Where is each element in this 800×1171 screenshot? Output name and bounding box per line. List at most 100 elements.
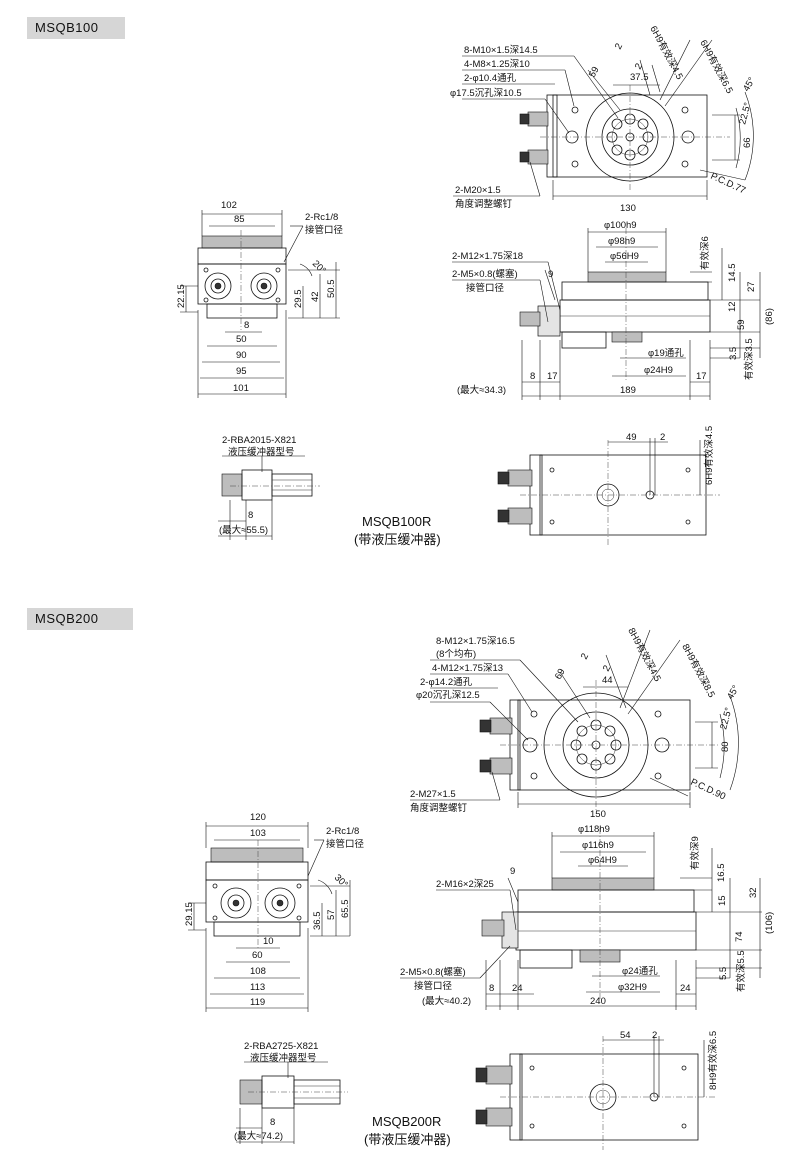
section-tag-msqb100: MSQB100 [27, 17, 125, 39]
msqb100-dim-59-side: 59 [736, 319, 747, 330]
msqb200-angle-45: 45° [725, 683, 742, 701]
msqb100-callout-tapped-holes: 8-M10×1.5深14.5 [464, 45, 538, 56]
msqb100-depth-side-a: 有效深6 [699, 236, 711, 270]
msqb200r-depth: 8H9有效深6.5 [707, 1031, 719, 1090]
msqb200-dim-240: 240 [590, 996, 606, 1007]
msqb100-dim-27: 27 [746, 281, 757, 292]
msqb200r-dim-2: 2 [652, 1030, 657, 1041]
msqb100-dim-102: 102 [221, 200, 237, 211]
msqb100-depth-side-b: 有效深3.5 [743, 338, 755, 380]
msqb100-callout-adjust-screw: 2-M20×1.5 [455, 185, 501, 196]
msqb100-dim-3-5: 3.5 [728, 347, 739, 360]
msqb200-side-view [400, 828, 762, 1010]
msqb200-dim-15: 15 [717, 895, 728, 906]
msqb200-dim-108: 108 [250, 966, 266, 977]
msqb100r-model-desc: (带液压缓冲器) [354, 532, 441, 547]
msqb200-callout-plug: 2-M5×0.8(螺塞) [400, 966, 466, 978]
msqb100-depth-b: 6H9有效深6.5 [697, 38, 735, 96]
msqb100-dim-phi100: φ100h9 [604, 220, 637, 231]
msqb100-dim-130: 130 [620, 203, 636, 214]
msqb200r-model-label: MSQB200R [372, 1114, 441, 1129]
msqb100-dim-59: 59 [587, 65, 602, 80]
msqb100-dim-37-5: 37.5 [630, 72, 649, 83]
msqb200-callout-adjust-screw-cn: 角度调整螺钉 [410, 802, 468, 814]
msqb100-dim-50-5: 50.5 [326, 280, 337, 299]
msqb200-dim-113: 113 [250, 982, 265, 993]
msqb100r-dim-2: 2 [660, 432, 665, 443]
msqb200-dim-24-b: 24 [680, 983, 691, 994]
section-tag-msqb200: MSQB200 [27, 608, 133, 630]
msqb100-callout-plug: 2-M5×0.8(螺塞) [452, 268, 518, 280]
msqb100-pcd: P.C.D.77 [709, 171, 747, 197]
msqb100-port-callout-cn: 接管口径 [305, 224, 344, 236]
msqb100-callout-adjust-screw-cn: 角度调整螺钉 [455, 198, 513, 210]
msqb200r-dim-54: 54 [620, 1030, 631, 1041]
msqb100-callout-side-tap: 2-M12×1.75深18 [452, 251, 523, 262]
msqb200-shock-model-cn: 液压缓冲器型号 [250, 1052, 317, 1064]
msqb100-dim-8: 8 [244, 320, 249, 331]
msqb200-dim-150: 150 [590, 809, 606, 820]
msqb100-dim-2-a: 2 [613, 42, 625, 52]
msqb200-callout-through-hole: 2-φ14.2通孔 [420, 677, 473, 688]
msqb100-dim-17-b: 17 [696, 371, 707, 382]
msqb100-dim-22-15: 22.15 [176, 284, 187, 308]
msqb200-dim-8-side: 8 [489, 983, 494, 994]
msqb200-dim-phi116: φ116h9 [582, 840, 614, 851]
msqb200-dim-60: 60 [252, 950, 263, 961]
msqb200-port-callout-cn: 接管口径 [326, 838, 365, 850]
msqb200-shock-detail [236, 1061, 348, 1144]
msqb100-callout-through-hole: 2-φ10.4通孔 [464, 73, 517, 84]
msqb100-dim-101: 101 [233, 383, 249, 394]
msqb200-dim-phi64: φ64H9 [588, 855, 617, 866]
msqb200-callout-even: (8个均布) [436, 648, 476, 660]
msqb100r-depth: 6H9有效深4.5 [703, 426, 715, 485]
msqb100-dim-9: 9 [548, 269, 553, 280]
msqb100-port-callout: 2-Rc1/8 [305, 212, 338, 223]
msqb200-dim-9: 9 [510, 866, 515, 877]
msqb100-dim-189: 189 [620, 385, 636, 396]
msqb100-dim-95: 95 [236, 366, 247, 377]
msqb100-shock-dim-max: (最大≈55.5) [219, 524, 268, 536]
msqb200-dim-24-a: 24 [512, 983, 523, 994]
msqb100-dim-90: 90 [236, 350, 247, 361]
msqb200-dim-phi118: φ118h9 [578, 824, 610, 835]
msqb100-dim-12: 12 [727, 301, 738, 312]
msqb200-callout-side-tap: 2-M16×2深25 [436, 879, 494, 890]
msqb200-dim-120: 120 [250, 812, 266, 823]
msqb200-shock-dim-8: 8 [270, 1117, 275, 1128]
msqb200-dim-max: (最大≈40.2) [422, 995, 471, 1007]
msqb200-dim-10: 10 [263, 936, 274, 947]
msqb200-dim-16-5: 16.5 [716, 864, 727, 883]
msqb200-depth-b: 8H9有效深8.5 [679, 642, 717, 700]
msqb200r-model-desc: (带液压缓冲器) [364, 1132, 451, 1147]
msqb200-port-callout: 2-Rc1/8 [326, 826, 359, 837]
msqb200-callout-adjust-screw: 2-M27×1.5 [410, 789, 456, 800]
msqb200-dim-2-a: 2 [579, 652, 591, 662]
msqb200-callout-plug-cn: 接管口径 [414, 980, 453, 992]
msqb100-dim-29-5: 29.5 [293, 290, 304, 309]
msqb100-dim-phi98: φ98h9 [608, 236, 635, 247]
msqb200-dim-106: (106) [764, 912, 775, 934]
msqb200-dim-phi32: φ32H9 [618, 982, 647, 993]
msqb200-dim-29-15: 29.15 [184, 902, 195, 926]
msqb100-dim-14-5: 14.5 [727, 264, 738, 283]
msqb100-dim-42: 42 [310, 291, 321, 302]
msqb200-angle-30: 30° [332, 872, 350, 890]
msqb100-dim-86: (86) [764, 308, 775, 325]
msqb100-dim-2-b: 2 [633, 62, 645, 72]
msqb100-shock-dim-8: 8 [248, 510, 253, 521]
msqb100-dim-phi56: φ56H9 [610, 251, 639, 262]
msqb100-dim-max: (最大≈34.3) [457, 384, 506, 396]
msqb200-dim-44: 44 [602, 675, 613, 686]
msqb200-dim-5-5: 5.5 [718, 967, 729, 980]
msqb200-dim-phi24: φ24通孔 [622, 966, 658, 977]
msqb100-callout-counterbore: φ17.5沉孔深10.5 [450, 88, 522, 99]
msqb200-dim-57: 57 [326, 909, 337, 920]
msqb200-dim-119: 119 [250, 997, 265, 1008]
msqb200-angle-22-5: 22.5° [718, 706, 734, 731]
msqb100-dim-phi24: φ24H9 [644, 365, 673, 376]
msqb200-callout-counterbore: φ20沉孔深12.5 [416, 690, 480, 701]
msqb200-dim-103: 103 [250, 828, 266, 839]
msqb200-dim-69: 69 [553, 667, 568, 682]
